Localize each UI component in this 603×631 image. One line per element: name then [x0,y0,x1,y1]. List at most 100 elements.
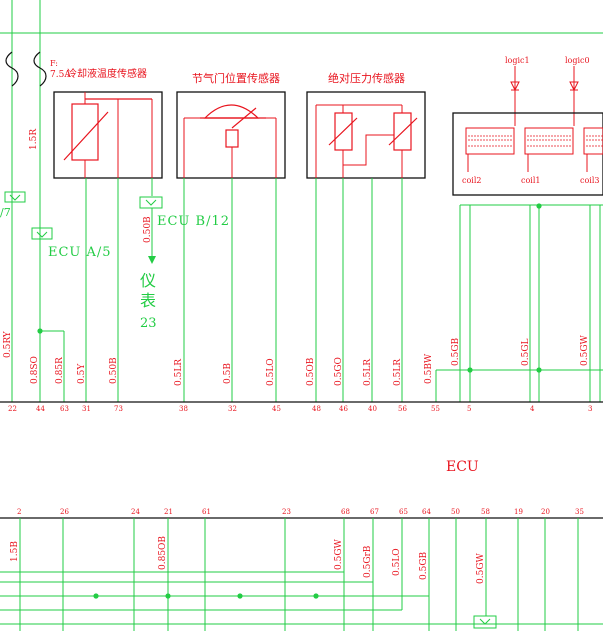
ecu-pin-number: 4 [530,405,535,413]
ecu-pin-number: 20 [541,508,550,516]
wire-gauge-label: 0.5OB [306,357,316,386]
ecu-pin-number: 73 [114,405,123,413]
ecu-pin-number: 50 [451,508,460,516]
wire-gauge-label: 0.5GO [334,357,344,386]
wire-junction [165,593,171,599]
wire-gauge-label: 0.5GB [451,337,461,366]
wire-gauge-label: 0.5LO [392,548,402,576]
ecu-pin-number: 45 [272,405,281,413]
wire-gauge-label: 0.5GW [580,334,590,366]
wire-gauge-label: 0.8SO [30,356,40,384]
ecu-pin-number: 31 [82,405,91,413]
ecu-pin-number: 64 [422,508,431,516]
wire-gauge-label: 1.5B [10,541,20,562]
ecu-pin-number: 58 [481,508,490,516]
wire-gauge-label: 0.5LR [363,359,373,386]
wire-gauge-label: 0.5GB [419,551,429,580]
throttle-sensor-box [176,91,286,179]
coil1-label: coil1 [521,176,541,185]
fuse-rating-label: 7.5A [50,70,71,80]
ecu-title: ECU [446,459,479,475]
wire-gauge-label: 0.5LR [393,359,403,386]
ecu-pin-number: 21 [164,508,173,516]
ground-icon [4,191,26,203]
wire-gauge-label: 0.5GrB [363,545,373,578]
ecu-pin-number: 44 [36,405,45,413]
ecu-pin-number: 61 [202,508,211,516]
ground-icon [31,227,53,240]
ecu-pin-number: 23 [282,508,291,516]
ecu-pin-number: 63 [60,405,69,413]
ecu-pin-number: 68 [341,508,350,516]
wire-junction [93,593,99,599]
arrow-down-icon [148,256,156,264]
diode-icon [569,81,579,92]
ground-icon [139,196,163,209]
fuse-id-label: F: [50,59,58,68]
wire-junction [313,593,319,599]
logic1-label: logic1 [505,56,530,65]
wire-gauge-label: 0.5GW [334,538,344,570]
wire-gauge-label: 0.5BW [424,353,434,384]
logic0-label: logic0 [565,56,590,65]
ecu-pin-number: 56 [398,405,407,413]
ecu-b12-label: ECU B/12 [157,214,230,229]
coil3-label: coil3 [580,176,600,185]
fuse-symbol-f [33,51,47,87]
wire-gauge-label: 0.5LO [266,358,276,386]
instrument-char-2: 表 [140,291,156,310]
wire-gauge-label: 0.5B [223,363,233,384]
coolant-sensor-box [53,91,163,179]
map-sensor-box [306,91,426,179]
ecu-pin-number: 26 [60,508,69,516]
wire-gauge-label: 0.5GW [476,552,486,584]
ecu-a5-label: ECU A/5 [48,245,112,260]
ecu-pin-number: 38 [179,405,188,413]
ecu-pin-number: 65 [399,508,408,516]
instrument-number: 23 [140,316,157,331]
wire-gauge-label: 0.5RY [3,330,13,358]
throttle-sensor-title: 节气门位置传感器 [192,71,280,85]
fuse-symbol-left [5,51,19,87]
ecu-pin-number: 5 [467,405,471,413]
coolant-sensor-title: 冷却液温度传感器 [67,67,147,80]
coil-icon [465,127,515,155]
wire-gauge-label: 0.50B [143,216,153,243]
diode-icon [510,81,520,92]
wire-junction [467,367,473,373]
instrument-char-1: 仪 [140,271,156,290]
ecu-pin-number: 48 [312,405,321,413]
wire-gauge-label: 0.85OB [158,536,168,570]
ecu-pin-number: 55 [431,405,440,413]
potentiometer-icon [203,104,260,119]
ecu-pin-number: 3 [588,405,592,413]
ecu-pin-number: 2 [17,508,21,516]
ecu-pin-number: 19 [514,508,523,516]
ignition-module-box [452,112,603,196]
ecu-pin-number: 40 [368,405,377,413]
wire-gauge-label: 1.5R [29,129,39,150]
wire-gauge-label: 0.50B [109,357,119,384]
coil2-label: coil2 [462,176,482,185]
ecu-pin-number: 35 [575,508,584,516]
wire-gauge-label: 0.5GL [521,338,531,366]
coil-icon [524,127,574,155]
wire-gauge-label: 0.5Y [77,363,87,384]
wire-gauge-label: 0.85R [55,357,65,384]
wire-junction [237,593,243,599]
wire-gauge-label: 0.5LR [174,359,184,386]
ecu-pin-number: 46 [339,405,348,413]
map-sensor-title: 绝对压力传感器 [328,71,405,85]
lower-bus-lines [0,571,603,625]
lower-wire-bundle [19,518,579,631]
ground-icon [473,615,497,629]
thermistor-icon [71,103,99,161]
ecu-pin-number: 24 [131,508,140,516]
left-edge-label: /7 [0,206,11,219]
wire-junction [536,367,542,373]
ecu-pin-number: 32 [228,405,237,413]
coil-icon [583,127,603,155]
ecu-pin-number: 67 [370,508,379,516]
ecu-pin-number: 22 [8,405,17,413]
